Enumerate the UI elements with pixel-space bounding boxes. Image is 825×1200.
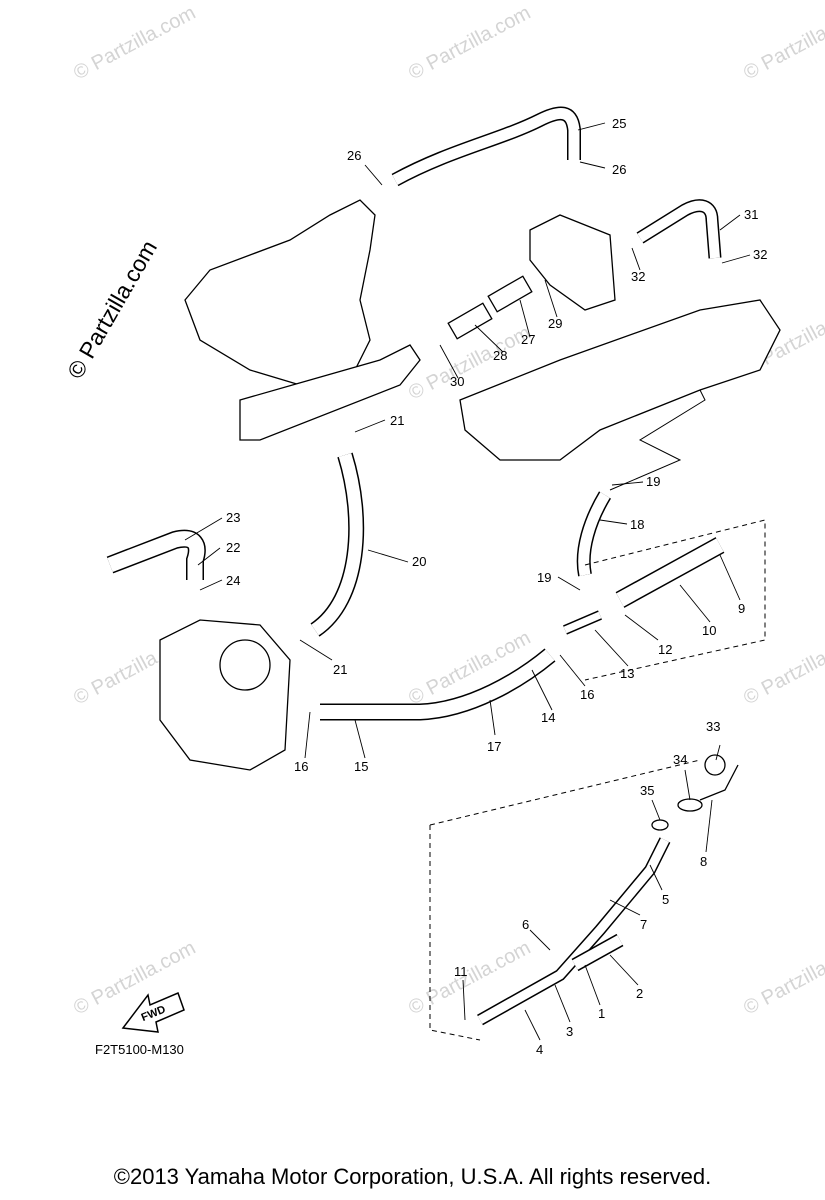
callout-10: 10 — [702, 623, 716, 638]
callout-23: 23 — [226, 510, 240, 525]
copyright-text: ©2013 Yamaha Motor Corporation, U.S.A. A… — [113, 1164, 712, 1189]
callout-22: 22 — [226, 540, 240, 555]
callout-16: 16 — [294, 759, 308, 774]
callout-19: 19 — [537, 570, 551, 585]
callout-34: 34 — [673, 752, 687, 767]
callout-32: 32 — [631, 269, 645, 284]
callout-14: 14 — [541, 710, 555, 725]
callout-28: 28 — [493, 348, 507, 363]
fwd-arrow — [121, 991, 185, 1033]
callout-19: 19 — [646, 474, 660, 489]
callout-13: 13 — [620, 666, 634, 681]
callout-25: 25 — [612, 116, 626, 131]
callout-5: 5 — [662, 892, 669, 907]
callout-26: 26 — [347, 148, 361, 163]
callout-20: 20 — [412, 554, 426, 569]
callout-33: 33 — [706, 719, 720, 734]
callout-32: 32 — [753, 247, 767, 262]
exhaust-chamber — [459, 299, 781, 461]
diagram-code: F2T5100-M130 — [95, 1042, 184, 1057]
callout-12: 12 — [658, 642, 672, 657]
callout-16: 16 — [580, 687, 594, 702]
callout-2: 2 — [636, 986, 643, 1001]
exhaust-manifold — [184, 199, 376, 386]
callout-15: 15 — [354, 759, 368, 774]
callout-21: 21 — [333, 662, 347, 677]
callout-31: 31 — [744, 207, 758, 222]
callout-3: 3 — [566, 1024, 573, 1039]
callout-29: 29 — [548, 316, 562, 331]
bracket — [529, 214, 616, 311]
callout-11: 11 — [454, 964, 468, 979]
callout-7: 7 — [640, 917, 647, 932]
callout-26: 26 — [612, 162, 626, 177]
callout-21: 21 — [390, 413, 404, 428]
callout-17: 17 — [487, 739, 501, 754]
callout-8: 8 — [700, 854, 707, 869]
callout-27: 27 — [521, 332, 535, 347]
callout-9: 9 — [738, 601, 745, 616]
callout-35: 35 — [640, 783, 654, 798]
callout-6: 6 — [522, 917, 529, 932]
callout-1: 1 — [598, 1006, 605, 1021]
callout-24: 24 — [226, 573, 240, 588]
callout-4: 4 — [536, 1042, 543, 1057]
callout-30: 30 — [450, 374, 464, 389]
callout-18: 18 — [630, 517, 644, 532]
pump-body — [159, 619, 291, 771]
